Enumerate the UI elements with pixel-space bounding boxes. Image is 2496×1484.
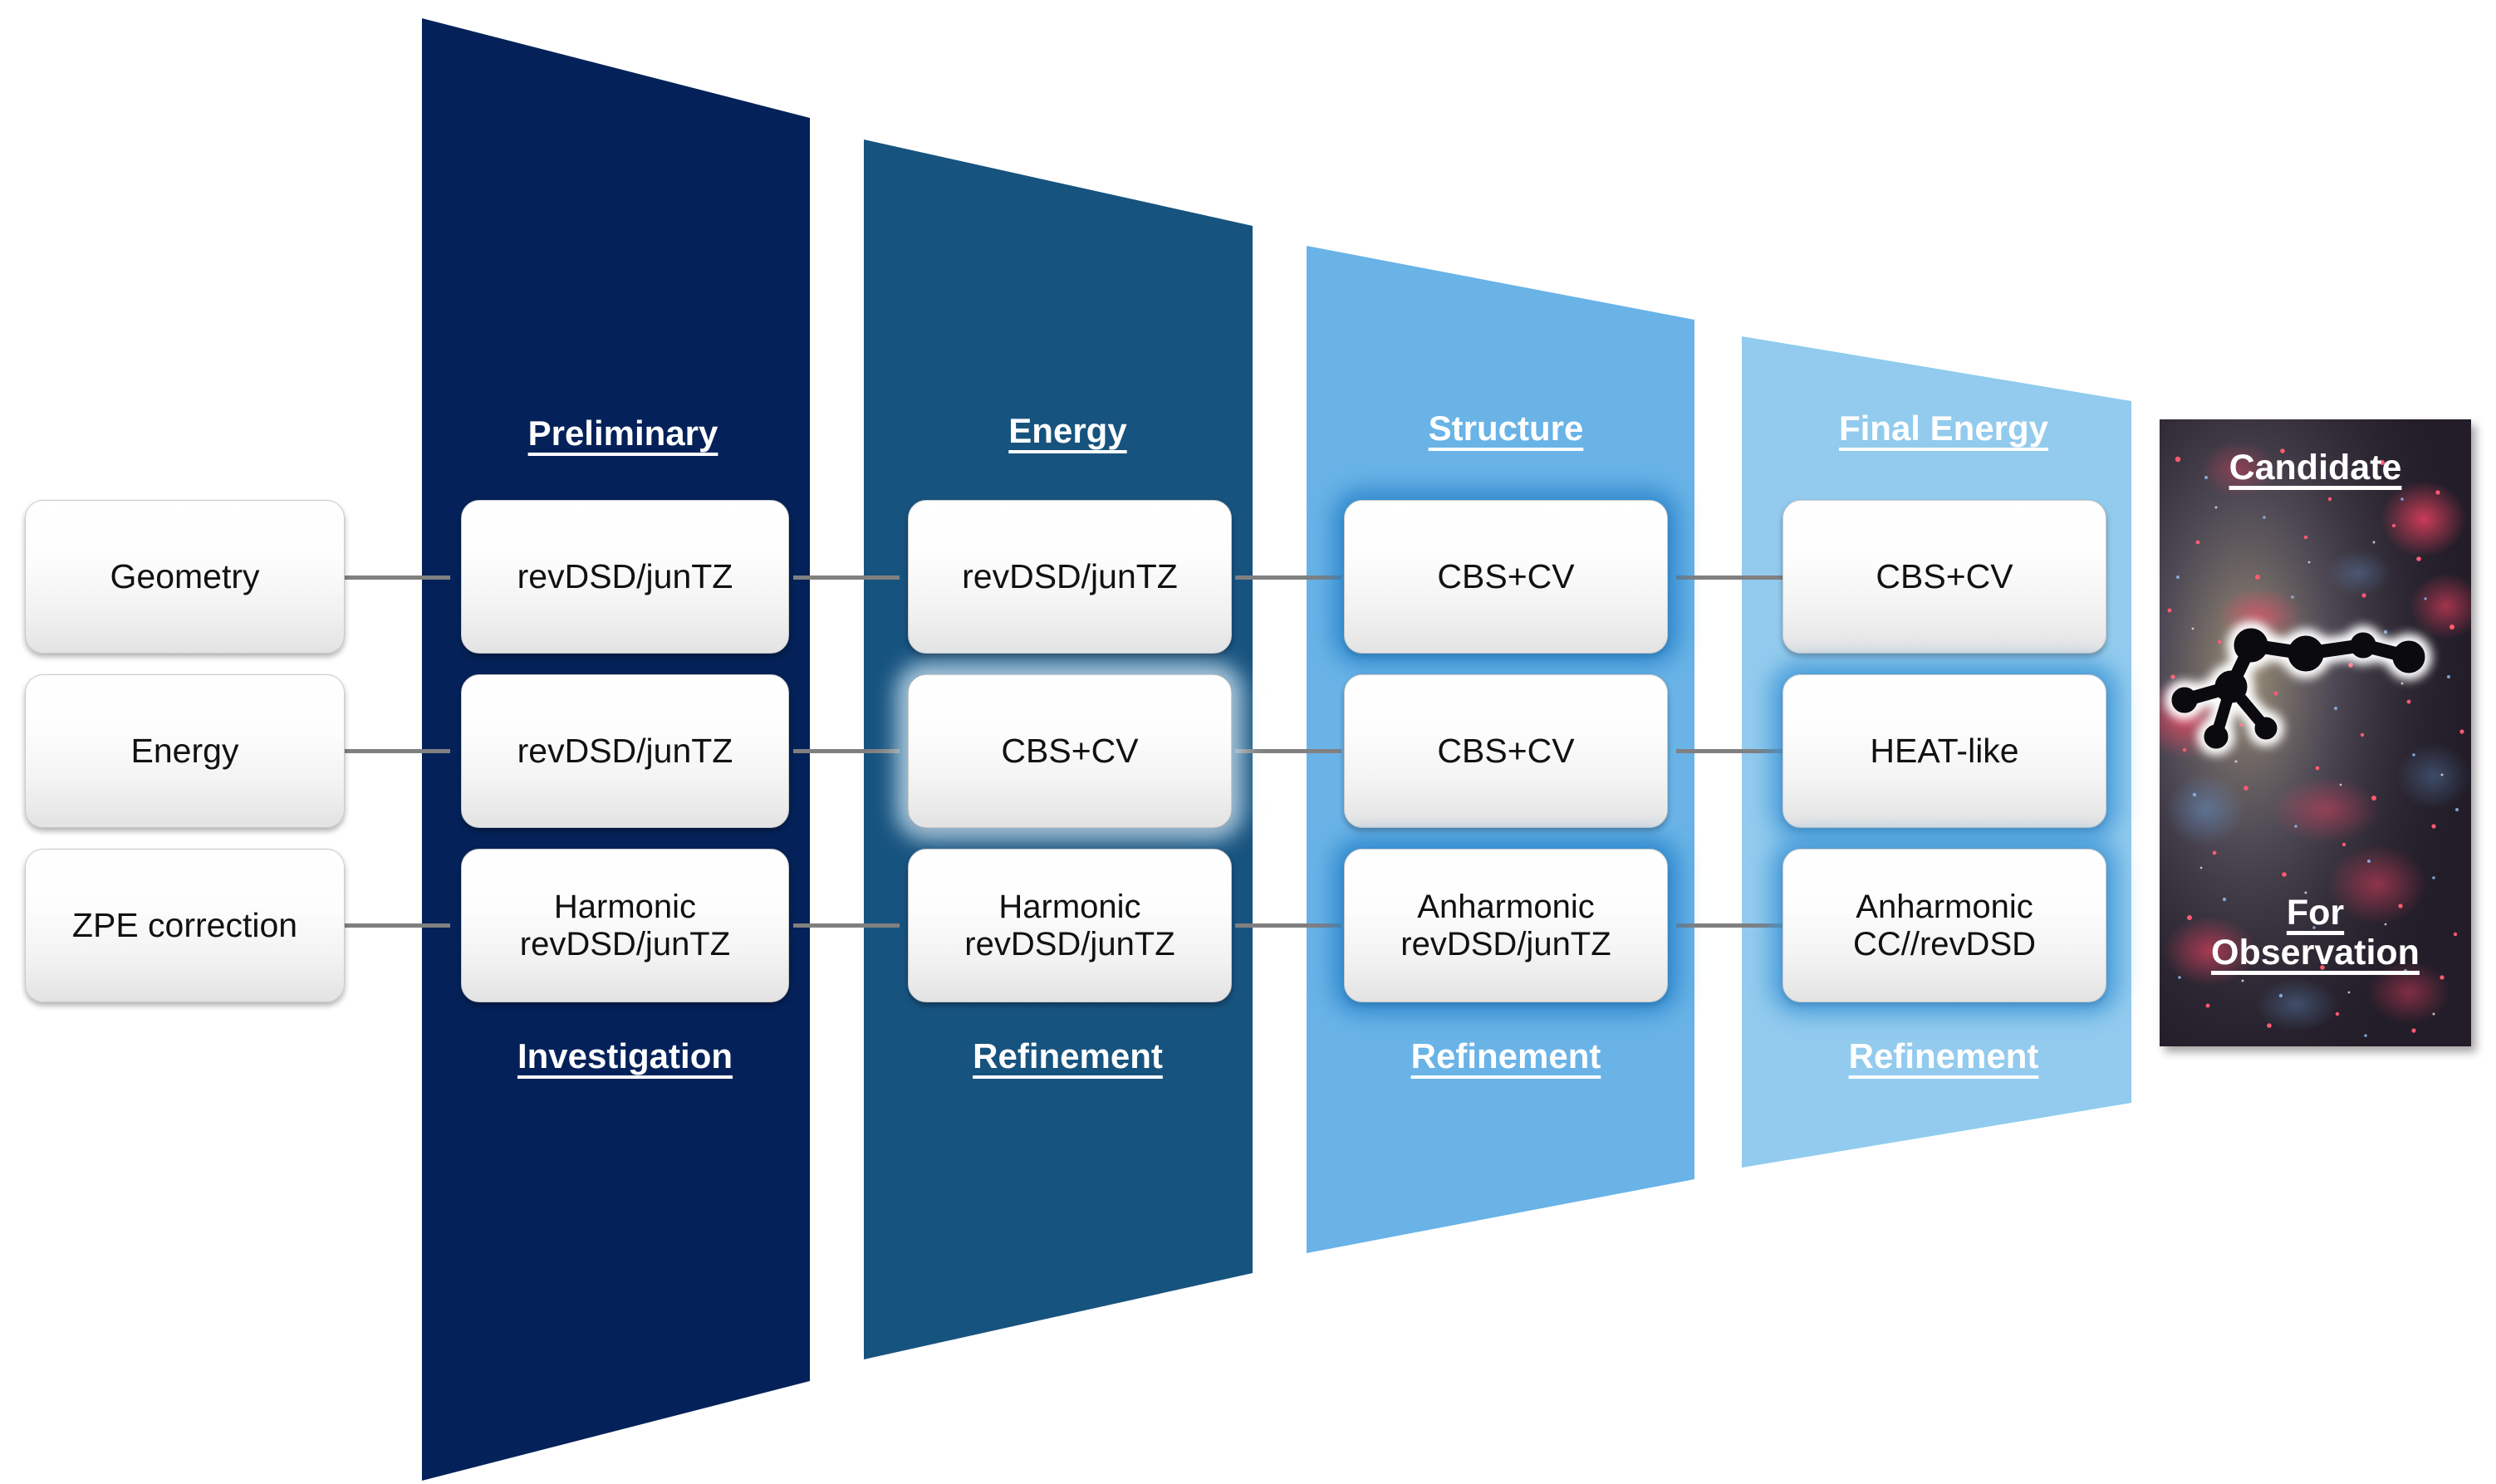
connector-s2-to-s3-row3 [1235, 923, 1341, 928]
stage2-row1-label: revDSD/junTZ [962, 556, 1178, 595]
stage4-row2-box[interactable]: HEAT-like [1783, 674, 2106, 828]
connector-s1-to-s2-row3 [793, 923, 900, 928]
stage-bottom-label-investigation: Investigation [517, 1036, 733, 1075]
connector-zpe-to-s1 [342, 923, 450, 928]
stage1-row3-label: Harmonic revDSD/junTZ [519, 888, 731, 962]
molecule-silhouette [2167, 624, 2430, 753]
stage-top-label-final-energy: Final Energy [1838, 409, 2049, 448]
stage-top-label-preliminary: Preliminary [527, 414, 718, 453]
stage4-row3-box[interactable]: Anharmonic CC//revDSD [1783, 849, 2106, 1002]
stage3-row1-box[interactable]: CBS+CV [1344, 500, 1668, 654]
stage-top-label-structure: Structure [1428, 409, 1584, 448]
stage4-row2-label: HEAT-like [1870, 731, 2019, 770]
stage3-row2-label: CBS+CV [1437, 731, 1575, 770]
stage-bottom-label-refinement-3: Refinement [1410, 1036, 1601, 1075]
connector-s2-to-s3-row2 [1235, 749, 1341, 753]
connector-s1-to-s2-row1 [793, 575, 900, 580]
stage3-row3-box[interactable]: Anharmonic revDSD/junTZ [1344, 849, 1668, 1002]
connector-s3-to-s4-row1 [1676, 575, 1783, 580]
candidate-top-label-text: Candidate [2229, 448, 2402, 487]
connector-s1-to-s2-row2 [793, 749, 900, 753]
connector-s3-to-s4-row3 [1676, 923, 1783, 928]
candidate-bottom-label-line2: Observation [2211, 933, 2420, 973]
stage3-row1-label: CBS+CV [1437, 556, 1575, 595]
galaxy-starfield-photo [2160, 419, 2471, 1046]
stage2-row2-label: CBS+CV [1001, 731, 1139, 770]
stage4-row3-label: Anharmonic CC//revDSD [1852, 888, 2037, 962]
stage-bottom-label-refinement-2: Refinement [973, 1036, 1163, 1075]
input-box-energy[interactable]: Energy [25, 674, 345, 828]
input-box-geometry-label: Geometry [110, 556, 260, 595]
candidate-bottom-label: For Observation [2160, 893, 2471, 972]
connector-energy-to-s1 [342, 749, 450, 753]
stage1-row2-box[interactable]: revDSD/junTZ [461, 674, 789, 828]
stage2-row3-box[interactable]: Harmonic revDSD/junTZ [908, 849, 1232, 1002]
input-box-zpe-correction[interactable]: ZPE correction [25, 849, 345, 1002]
candidate-top-label: Candidate [2160, 448, 2471, 487]
input-box-energy-label: Energy [130, 731, 239, 770]
stage1-row1-label: revDSD/junTZ [517, 556, 733, 595]
stage2-row2-box[interactable]: CBS+CV [908, 674, 1232, 828]
stage2-row3-label: Harmonic revDSD/junTZ [964, 888, 1175, 962]
input-box-zpe-correction-label: ZPE correction [71, 905, 298, 944]
stage3-row2-box[interactable]: CBS+CV [1344, 674, 1668, 828]
candidate-panel[interactable]: Candidate For Observation [2160, 419, 2471, 1046]
candidate-bottom-label-line1: For [2286, 893, 2345, 933]
stage-top-label-energy: Energy [1008, 411, 1127, 450]
connector-geometry-to-s1 [342, 575, 450, 580]
connector-s3-to-s4-row2 [1676, 749, 1783, 753]
input-box-geometry[interactable]: Geometry [25, 500, 345, 654]
connector-s2-to-s3-row1 [1235, 575, 1341, 580]
stage-bottom-label-refinement-4: Refinement [1848, 1036, 2039, 1075]
stage3-row3-label: Anharmonic revDSD/junTZ [1400, 888, 1611, 962]
stage2-row1-box[interactable]: revDSD/junTZ [908, 500, 1232, 654]
stage1-row3-box[interactable]: Harmonic revDSD/junTZ [461, 849, 789, 1002]
stage1-row2-label: revDSD/junTZ [517, 731, 733, 770]
stage1-row1-box[interactable]: revDSD/junTZ [461, 500, 789, 654]
stage4-row1-label: CBS+CV [1876, 556, 2013, 595]
stage4-row1-box[interactable]: CBS+CV [1783, 500, 2106, 654]
